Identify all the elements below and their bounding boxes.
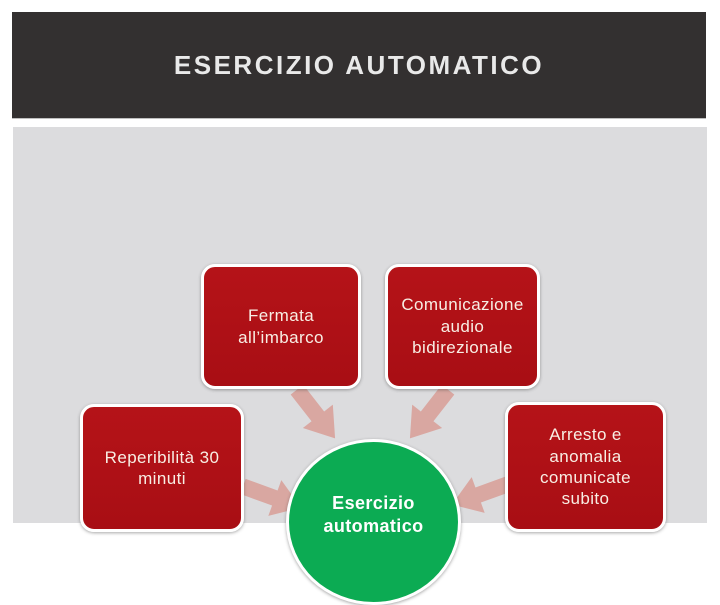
arrow-left-icon [445, 464, 518, 525]
arrow-down-left-icon [393, 377, 464, 452]
node-label: Arresto e anomalia comunicate subito [540, 425, 631, 509]
content-panel: Fermata all’imbarco Comunicazione audio … [13, 127, 707, 605]
node-label: Comunicazione audio bidirezionale [401, 295, 524, 358]
header-bar: ESERCIZIO AUTOMATICO [12, 12, 706, 118]
node-label: Fermata all’imbarco [238, 306, 324, 347]
node-fermata: Fermata all’imbarco [201, 264, 361, 389]
arrow-down-right-icon [280, 377, 351, 452]
node-comunicazione: Comunicazione audio bidirezionale [385, 264, 540, 389]
arrow-right-icon [236, 467, 309, 528]
center-node-label: Esercizio automatico [323, 492, 424, 536]
slide-title: ESERCIZIO AUTOMATICO [173, 49, 545, 80]
node-arresto: Arresto e anomalia comunicate subito [505, 402, 666, 532]
node-reperibilita: Reperibilità 30 minuti [80, 404, 244, 532]
center-node-esercizio-automatico: Esercizio automatico [286, 439, 461, 605]
node-label: Reperibilità 30 minuti [104, 447, 220, 488]
slide: ESERCIZIO AUTOMATICO Fermata all’imbar [12, 12, 707, 605]
